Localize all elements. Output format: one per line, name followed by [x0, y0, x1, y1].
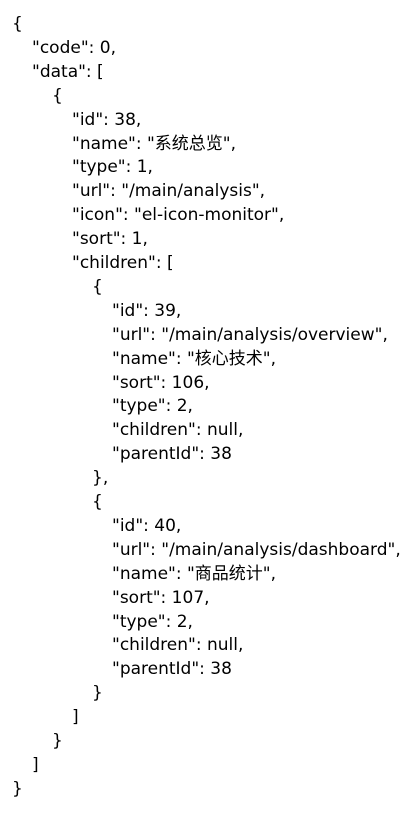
- json-line: "url": "/main/analysis",: [72, 181, 266, 202]
- json-line: {: [52, 85, 63, 106]
- json-line: "code": 0,: [32, 37, 116, 58]
- json-line: "type": 2,: [112, 611, 193, 632]
- json-line: "sort": 1,: [72, 229, 148, 250]
- json-line: "children": null,: [112, 635, 244, 656]
- json-line: {: [92, 492, 103, 512]
- json-line: },: [92, 468, 109, 489]
- json-line: }: [52, 731, 63, 751]
- json-line: "parentId": 38: [112, 444, 232, 465]
- json-line: "sort": 106,: [112, 372, 210, 393]
- json-line: "url": "/main/analysis/dashboard",: [112, 539, 401, 560]
- json-line: "name": "系统总览",: [72, 133, 237, 154]
- json-line: "children": [: [72, 253, 174, 273]
- json-line: }: [12, 778, 23, 799]
- json-line: "icon": "el-icon-monitor",: [72, 205, 285, 226]
- json-line: "type": 1,: [72, 157, 153, 178]
- json-line: "url": "/main/analysis/overview",: [112, 324, 388, 345]
- json-line: "parentId": 38: [112, 659, 232, 680]
- json-line: "id": 38,: [72, 109, 142, 130]
- json-line: "data": [: [32, 61, 104, 82]
- json-line: {: [92, 276, 103, 297]
- json-line: "children": null,: [112, 420, 244, 441]
- json-line: "id": 40,: [112, 515, 182, 536]
- json-line: "sort": 107,: [112, 587, 210, 608]
- json-line: "name": "商品统计",: [112, 563, 277, 584]
- json-line: "id": 39,: [112, 300, 182, 321]
- json-line: ]: [72, 707, 79, 728]
- json-line: }: [92, 683, 103, 704]
- json-line: "type": 2,: [112, 396, 193, 417]
- json-line: ]: [32, 754, 39, 775]
- json-line: {: [12, 14, 23, 34]
- json-line: "name": "核心技术",: [112, 348, 277, 369]
